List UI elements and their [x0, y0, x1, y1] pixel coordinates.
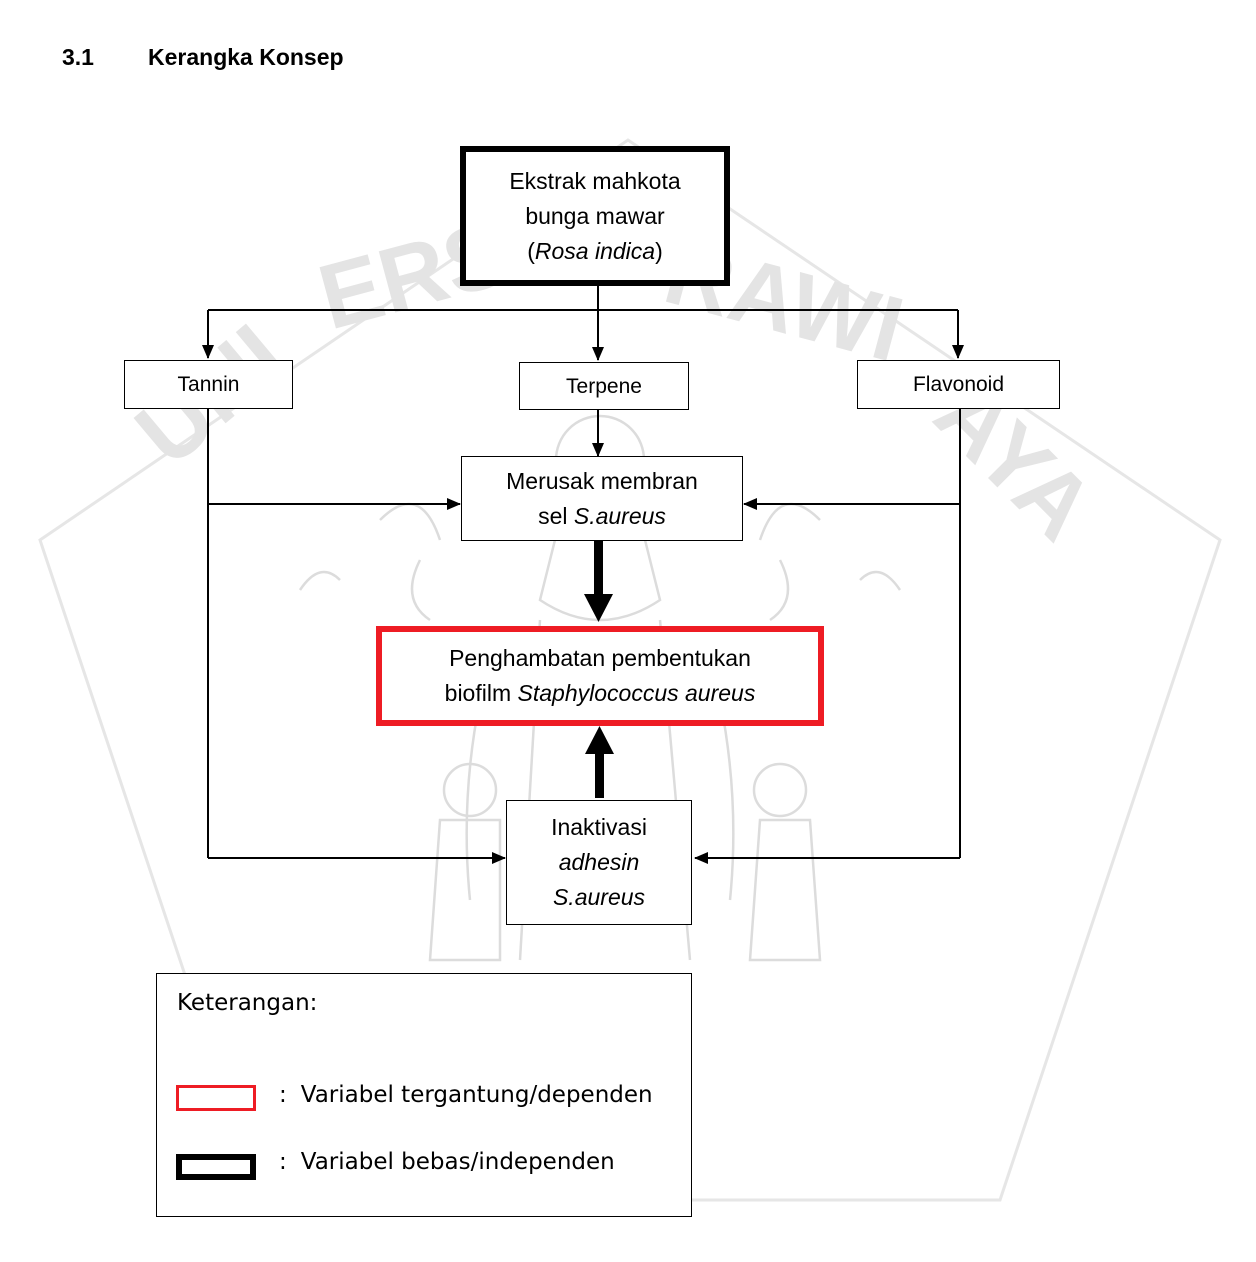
legend: Keterangan: :Variabel tergantung/depende… — [156, 973, 692, 1217]
membrane-line2: sel S.aureus — [538, 502, 666, 529]
thick-arrow-adhesin-inhibition — [585, 726, 614, 798]
legend-swatch-dependent — [176, 1085, 256, 1111]
terpene-label: Terpene — [566, 374, 642, 398]
adhesin-line2: adhesin — [558, 849, 640, 875]
adhesin-line3: S.aureus — [552, 884, 646, 910]
extract-line1: Ekstrak mahkota — [509, 167, 681, 194]
node-membrane: Merusak membran sel S.aureus — [461, 456, 743, 541]
node-extract: Ekstrak mahkota bunga mawar (Rosa indica… — [460, 146, 730, 286]
node-inhibition: Penghambatan pembentukan biofilm Staphyl… — [376, 626, 824, 726]
section-heading: 3.1 Kerangka Konsep — [62, 44, 344, 71]
inhibition-line2: biofilm Staphylococcus aureus — [444, 680, 756, 706]
node-terpene: Terpene — [519, 362, 689, 410]
adhesin-line1: Inaktivasi — [551, 814, 647, 840]
thick-arrow-membrane-inhibition — [584, 540, 613, 622]
extract-line2: bunga mawar — [525, 202, 665, 229]
legend-title: Keterangan: — [177, 990, 318, 1016]
section-title: Kerangka Konsep — [148, 44, 344, 70]
node-adhesin: Inaktivasi adhesin S.aureus — [506, 800, 692, 925]
node-tannin: Tannin — [124, 360, 293, 409]
membrane-line1: Merusak membran — [506, 467, 698, 494]
flavonoid-label: Flavonoid — [912, 373, 1005, 396]
section-number: 3.1 — [62, 44, 94, 70]
legend-swatch-independent — [176, 1154, 256, 1180]
legend-dependent-label: :Variabel tergantung/dependen — [279, 1082, 653, 1108]
node-flavonoid: Flavonoid — [857, 360, 1060, 409]
tannin-label: Tannin — [177, 373, 240, 396]
legend-independent-label: :Variabel bebas/independen — [279, 1149, 615, 1175]
extract-line3: (Rosa indica) — [527, 237, 663, 264]
inhibition-line1: Penghambatan pembentukan — [449, 645, 751, 671]
